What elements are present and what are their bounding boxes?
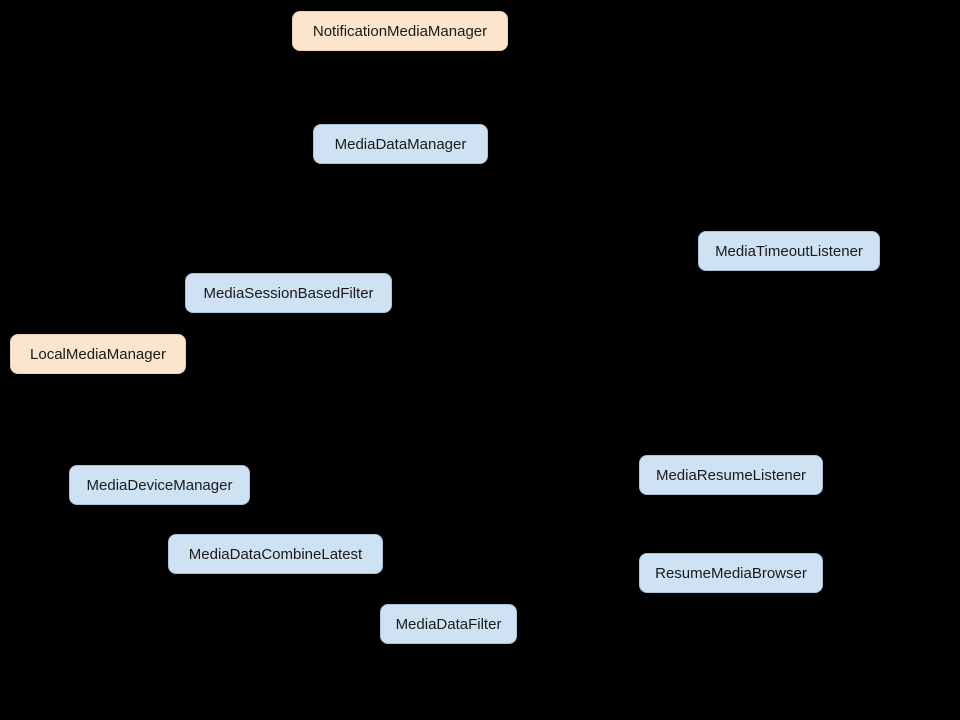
- diagram-node-notification-media-manager[interactable]: NotificationMediaManager: [292, 11, 508, 51]
- node-label: MediaDataCombineLatest: [188, 545, 363, 563]
- diagram-node-media-timeout-listener[interactable]: MediaTimeoutListener: [698, 231, 880, 271]
- diagram-node-media-device-manager[interactable]: MediaDeviceManager: [69, 465, 250, 505]
- node-label: LocalMediaManager: [30, 345, 166, 363]
- diagram-node-media-data-combine-latest[interactable]: MediaDataCombineLatest: [168, 534, 383, 574]
- node-label: MediaSessionBasedFilter: [203, 284, 374, 302]
- node-label: MediaDeviceManager: [86, 476, 233, 494]
- node-label: MediaTimeoutListener: [715, 242, 863, 260]
- node-label: MediaResumeListener: [655, 466, 807, 484]
- node-label: MediaDataFilter: [395, 615, 502, 633]
- node-label: ResumeMediaBrowser: [655, 564, 807, 582]
- diagram-node-media-data-filter[interactable]: MediaDataFilter: [380, 604, 517, 644]
- diagram-node-media-data-manager[interactable]: MediaDataManager: [313, 124, 488, 164]
- diagram-node-resume-media-browser[interactable]: ResumeMediaBrowser: [639, 553, 823, 593]
- diagram-node-local-media-manager[interactable]: LocalMediaManager: [10, 334, 186, 374]
- node-label: MediaDataManager: [334, 135, 467, 153]
- diagram-node-media-session-based-filter[interactable]: MediaSessionBasedFilter: [185, 273, 392, 313]
- node-label: NotificationMediaManager: [312, 22, 488, 40]
- diagram-node-media-resume-listener[interactable]: MediaResumeListener: [639, 455, 823, 495]
